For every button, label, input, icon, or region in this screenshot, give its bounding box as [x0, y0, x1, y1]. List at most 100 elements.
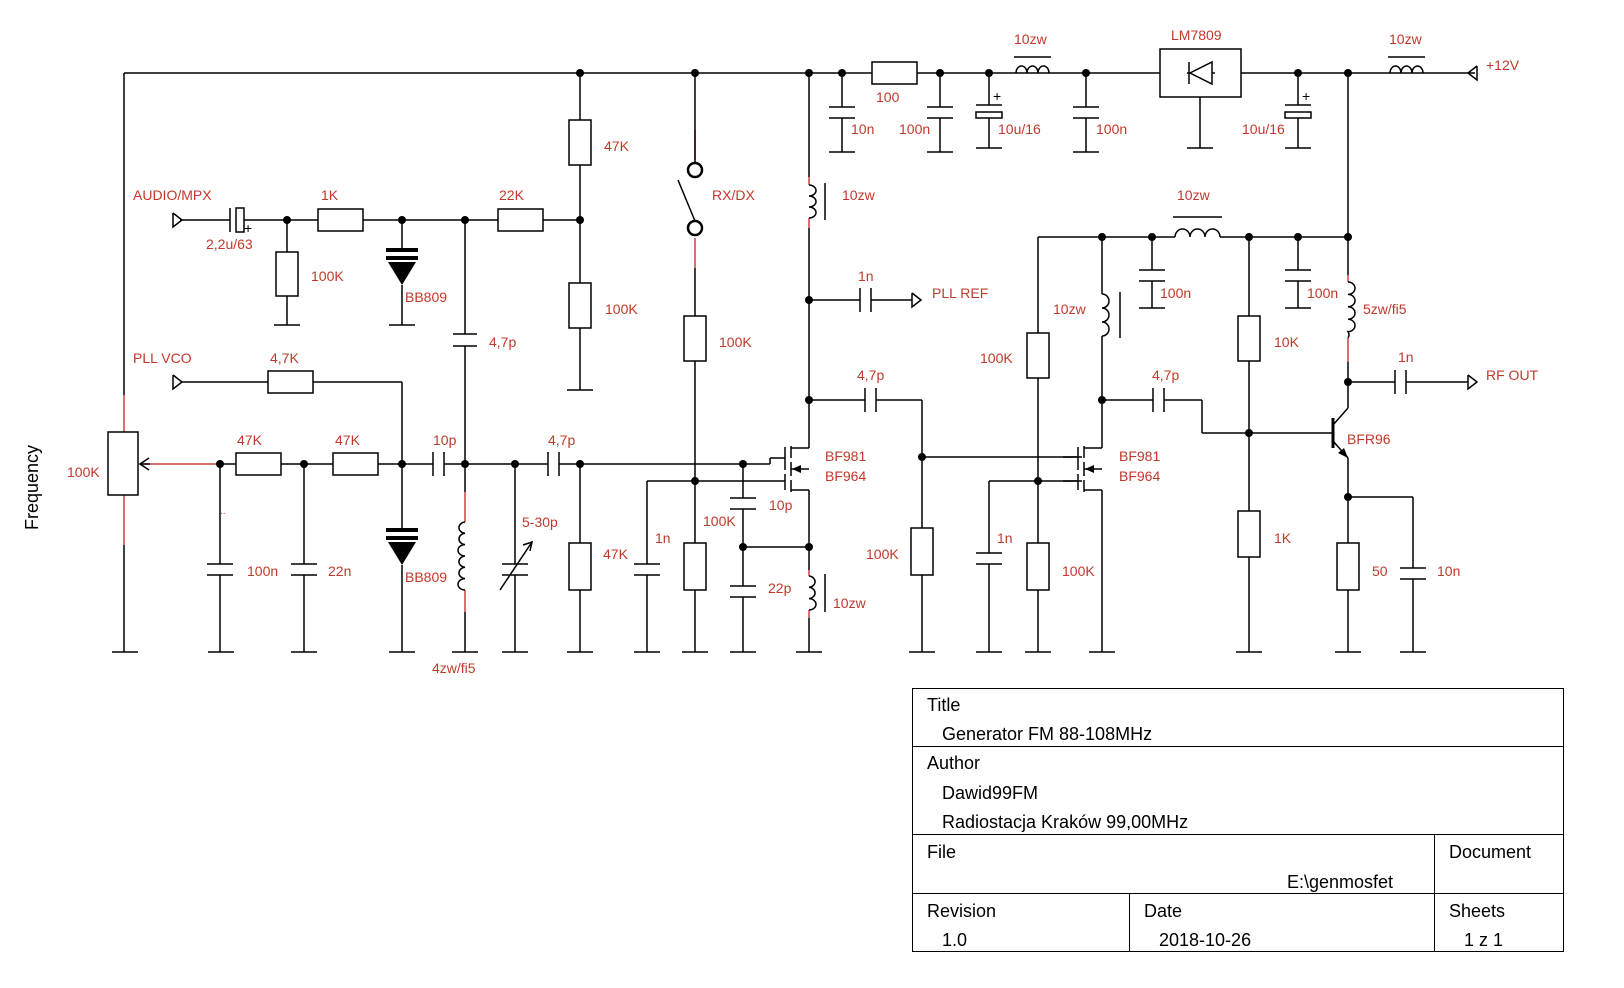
label-l-4zw: 4zw/fi5 — [432, 660, 476, 676]
resistor-100-supply — [871, 61, 918, 85]
label-c-47p-out: 4,7p — [857, 367, 884, 383]
label-r-47k-g: 47K — [603, 546, 629, 562]
label-r-22k: 22K — [499, 187, 525, 203]
svg-text:+: + — [244, 220, 252, 236]
label-pll-ref: PLL REF — [932, 285, 988, 301]
resistor-100k-q2-top — [1026, 332, 1050, 379]
capacitors — [207, 104, 1426, 598]
sheets-value: 1 z 1 — [1464, 930, 1504, 950]
lm7809-regulator — [1159, 48, 1242, 98]
resistor-47k-top — [568, 119, 592, 166]
author-label: Author — [927, 753, 981, 773]
label-c-100n-s1: 100n — [899, 121, 930, 137]
label-c-47p-g: 4,7p — [548, 432, 575, 448]
label-c-100n-s2: 100n — [1096, 121, 1127, 137]
file-label: File — [927, 842, 957, 862]
resistor-47k-gate — [568, 542, 592, 591]
resistor-100k-q2-bottom — [1026, 542, 1050, 591]
resistor-100k-divider — [568, 282, 592, 329]
label-r-100: 100 — [876, 89, 900, 105]
label-d-top: BB809 — [405, 289, 447, 305]
label-c-10p-fb: 10p — [769, 497, 793, 513]
varicap-diodes — [386, 248, 418, 565]
label-c-100n-q2: 100n — [1160, 285, 1191, 301]
label-c-100n-q3: 100n — [1307, 285, 1338, 301]
resistor-50 — [1336, 542, 1360, 591]
label-q1-a: BF981 — [825, 448, 866, 464]
revision-label: Revision — [927, 901, 997, 921]
label-d-bottom: BB809 — [405, 569, 447, 585]
label-r-1k-audio: 1K — [321, 187, 339, 203]
date-value: 2018-10-26 — [1159, 930, 1252, 950]
resistor-1k-q3 — [1237, 510, 1261, 558]
label-r-1k-q3: 1K — [1274, 530, 1292, 546]
resistors — [107, 61, 1360, 591]
label-c-trim: 5-30p — [522, 514, 558, 530]
label-r-100k-div: 100K — [605, 301, 638, 317]
label-c-22p: 22p — [768, 580, 792, 596]
label-rf-out: RF OUT — [1486, 367, 1539, 383]
label-c-1n-g: 1n — [655, 530, 671, 546]
sheets-label: Sheets — [1449, 901, 1506, 921]
title-label: Title — [927, 695, 961, 715]
label-l-5zw: 5zw/fi5 — [1363, 301, 1407, 317]
label-q2-b: BF964 — [1119, 468, 1160, 484]
label-c-10n-sup: 10n — [851, 121, 874, 137]
label-l-src: 10zw — [833, 595, 867, 611]
date-label: Date — [1144, 901, 1183, 921]
junction-dots — [216, 69, 1352, 551]
bjt-bfr96 — [1331, 407, 1349, 459]
label-c-10u-1: 10u/16 — [998, 121, 1041, 137]
label-r-100k-g1b: 100K — [866, 546, 899, 562]
label-l-top-q2: 10zw — [1177, 187, 1211, 203]
label-r-47k-b: 47K — [335, 432, 361, 448]
label-l-sup1: 10zw — [1014, 31, 1048, 47]
label-l-q2: 10zw — [1053, 301, 1087, 317]
label-rx-dx: RX/DX — [712, 187, 755, 203]
label-c-10u-2: 10u/16 — [1242, 121, 1285, 137]
pot-wiper — [138, 457, 150, 471]
label-q1-b: BF964 — [825, 468, 866, 484]
wiring — [123, 72, 1475, 652]
label-r-100k-q2: 100K — [980, 350, 1013, 366]
mosfet-q2 — [1063, 446, 1102, 492]
label-q2-a: BF981 — [1119, 448, 1160, 464]
resistor-47k-a — [235, 452, 282, 476]
label-pll-vco: PLL VCO — [133, 350, 192, 366]
label-r-47k-top: 47K — [604, 138, 630, 154]
resistor-1k-audio — [317, 208, 364, 232]
label-c-1n-out: 1n — [1398, 349, 1414, 365]
resistor-100k-rx — [683, 315, 707, 362]
label-c-47p-q3: 4,7p — [1152, 367, 1179, 383]
label-r-47k-vco: 4,7K — [270, 350, 299, 366]
rx-dx-switch — [677, 130, 704, 237]
label-c-1n-ref: 1n — [858, 268, 874, 284]
svg-text:+: + — [993, 88, 1001, 104]
label-audio-input: AUDIO/MPX — [133, 187, 212, 203]
resistor-47k-b — [332, 452, 379, 476]
label-r-47k-a: 47K — [237, 432, 263, 448]
label-r-50: 50 — [1372, 563, 1388, 579]
resistor-100k-gate2 — [683, 542, 707, 591]
station-value: Radiostacja Kraków 99,00MHz — [942, 812, 1189, 832]
resistor-100k-q2-gate — [910, 527, 934, 576]
label-r-10k: 10K — [1274, 334, 1300, 350]
resistor-4-7k-vco — [267, 370, 314, 394]
file-value: E:\genmosfet — [1287, 872, 1394, 892]
label-l-sup2: 10zw — [1389, 31, 1423, 47]
label-r-100k-g2: 100K — [703, 513, 736, 529]
label-r-100k-audio: 100K — [311, 268, 344, 284]
title-value: Generator FM 88-108MHz — [942, 724, 1153, 744]
mosfet-q1 — [769, 446, 809, 492]
label-c-47p-var: 4,7p — [489, 334, 516, 350]
label-c-audio: 2,2u/63 — [206, 236, 253, 252]
revision-value: 1.0 — [942, 930, 968, 950]
label-pot: 100K — [67, 464, 100, 480]
label-r-100k-rx: 100K — [719, 334, 752, 350]
document-label: Document — [1449, 842, 1532, 862]
inductors — [457, 56, 1425, 612]
label-l-drain: 10zw — [842, 187, 876, 203]
author-value: Dawid99FM — [942, 783, 1039, 803]
label-r-100k-q2b: 100K — [1062, 563, 1095, 579]
